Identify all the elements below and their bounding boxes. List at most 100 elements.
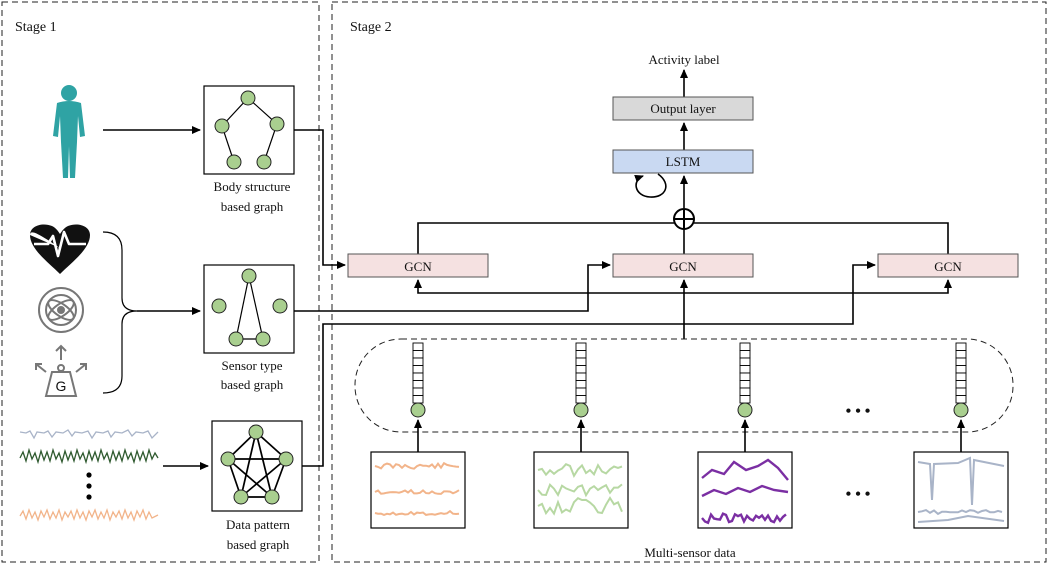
sensor-signal-trace xyxy=(374,509,460,516)
graph-node xyxy=(233,489,249,505)
wire-features-to-gcn1 xyxy=(414,279,684,294)
body-structure-graph xyxy=(203,85,295,175)
feature-vector-cell xyxy=(575,350,587,359)
feature-group-frame xyxy=(354,338,1014,433)
sensor-signal-trace xyxy=(374,488,460,495)
data-graph-caption-2: based graph xyxy=(227,537,290,552)
feature-vector-cell xyxy=(739,350,751,359)
feature-vector-cell xyxy=(739,357,751,366)
human-body-icon xyxy=(53,85,85,178)
feature-vector-cell xyxy=(739,380,751,389)
activity-label: Activity label xyxy=(648,52,720,67)
graph-node xyxy=(228,331,244,347)
feature-vector-cell xyxy=(739,365,751,374)
sensor-signal-trace xyxy=(537,483,623,498)
raw-signal-grey xyxy=(19,429,159,440)
graph-node xyxy=(211,298,227,314)
wire-sensor-graph-to-gcn2 xyxy=(294,261,611,312)
feature-vector-cell xyxy=(575,395,587,404)
graph-node xyxy=(278,451,294,467)
output-layer-box xyxy=(612,96,754,121)
gyroscope-icon xyxy=(38,287,84,333)
graph-node xyxy=(248,424,264,440)
stage1-frame xyxy=(1,1,320,563)
feature-vector-cell xyxy=(955,365,967,374)
signal-dot xyxy=(86,472,92,478)
sensor-signal-trace xyxy=(701,512,787,525)
raw-signals xyxy=(19,429,159,523)
stage1-title: Stage 1 xyxy=(15,20,57,35)
feature-node xyxy=(953,402,969,418)
sensor-signal-trace xyxy=(917,456,1005,506)
body-graph-caption-1: Body structure xyxy=(214,179,291,194)
fusion-sum-icon xyxy=(673,208,695,230)
feature-vector-cell xyxy=(955,380,967,389)
feature-vector-cell xyxy=(412,357,424,366)
sensor-signal-trace xyxy=(701,484,789,498)
graph-node xyxy=(256,154,272,170)
graph-node xyxy=(269,116,285,132)
feature-node xyxy=(573,402,589,418)
feature-vector-cell xyxy=(955,357,967,366)
graph-node xyxy=(241,268,257,284)
raw-signal-darkgreen xyxy=(19,447,159,465)
wire-gcn3-to-fusion xyxy=(694,222,949,254)
feature-vector-cell xyxy=(412,350,424,359)
gcn-box-3 xyxy=(877,253,1019,278)
gcn-box-1 xyxy=(347,253,489,278)
graph-node xyxy=(264,489,280,505)
data-pattern-graph xyxy=(211,420,303,512)
gcn-box-2 xyxy=(612,253,754,278)
sensor-signal-trace xyxy=(917,509,1003,516)
body-graph-caption-2: based graph xyxy=(221,199,284,214)
gcn-label-3: GCN xyxy=(934,259,962,274)
feature-vector-cell xyxy=(575,342,587,351)
feature-vector-cell xyxy=(955,395,967,404)
feature-vector-cell xyxy=(575,357,587,366)
stage2-title: Stage 2 xyxy=(350,20,392,35)
wire-body-graph-to-gcn1 xyxy=(294,129,346,269)
sensor-ellipsis: • • • xyxy=(846,486,871,503)
sensor-type-graph xyxy=(203,264,295,354)
multi-sensor-caption: Multi-sensor data xyxy=(644,545,736,560)
graph-node xyxy=(226,154,242,170)
feature-vector-cell xyxy=(955,387,967,396)
feature-vector-cell xyxy=(739,342,751,351)
feature-vector-cell xyxy=(575,372,587,381)
feature-vector-cell xyxy=(412,372,424,381)
raw-signal-peach xyxy=(19,507,159,523)
feature-ellipsis: • • • xyxy=(846,403,871,420)
gravity-letter: G xyxy=(56,378,67,394)
heart-rate-icon xyxy=(30,224,90,274)
sensor-signal-trace xyxy=(374,461,460,470)
wire-data-graph-to-gcn3 xyxy=(302,261,876,467)
sensor-graph-caption-2: based graph xyxy=(221,377,284,392)
wire-features-to-gcn3 xyxy=(684,279,952,294)
feature-vector-cell xyxy=(575,365,587,374)
feature-vector-cell xyxy=(739,387,751,396)
feature-node xyxy=(737,402,753,418)
output-layer-label: Output layer xyxy=(650,101,716,116)
feature-vector-cell xyxy=(955,342,967,351)
graph-node xyxy=(214,118,230,134)
graph-node xyxy=(240,90,256,106)
graph-node xyxy=(220,451,236,467)
lstm-recurrent-loop xyxy=(634,173,667,198)
lstm-box xyxy=(612,149,754,174)
feature-vector-cell xyxy=(412,342,424,351)
sensor-columns xyxy=(370,342,1009,529)
sensor-signal-trace xyxy=(917,514,1005,523)
sensor-graph-caption-1: Sensor type xyxy=(221,358,282,373)
graph-node xyxy=(255,331,271,347)
stage2-frame xyxy=(331,1,1047,563)
sensor-signal-trace xyxy=(537,463,623,478)
feature-vector-cell xyxy=(575,380,587,389)
feature-vector-cell xyxy=(955,350,967,359)
gcn-label-1: GCN xyxy=(404,259,432,274)
feature-vector-cell xyxy=(739,395,751,404)
wire-gcn1-to-fusion xyxy=(417,222,674,254)
graph-node xyxy=(272,298,288,314)
gravity-accelerometer-icon: G xyxy=(35,344,87,397)
data-graph-caption-1: Data pattern xyxy=(226,517,290,532)
